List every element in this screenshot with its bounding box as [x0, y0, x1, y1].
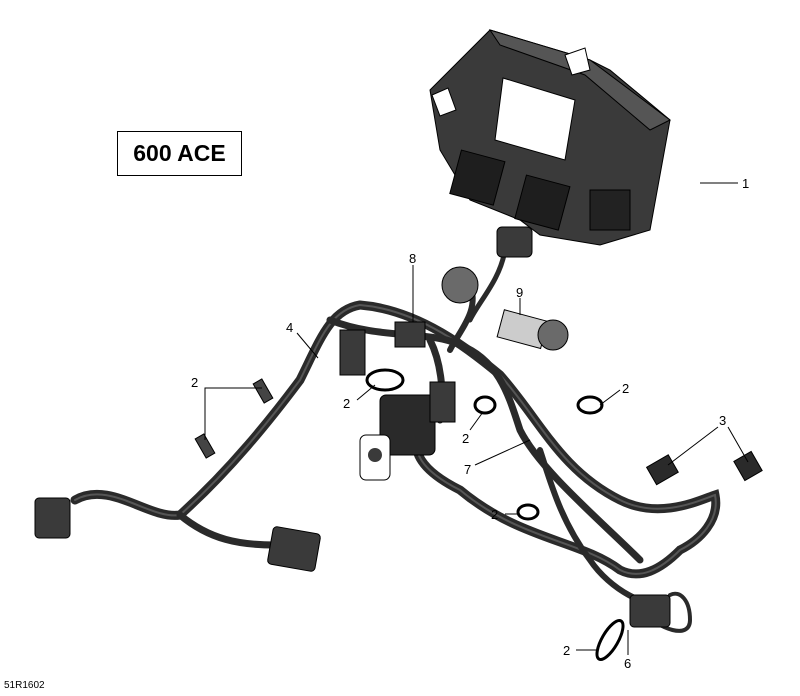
callout-2: 2 [622, 381, 629, 396]
reference-code: 51R1602 [4, 680, 45, 691]
callout-1: 1 [742, 176, 749, 191]
callout-4: 4 [286, 320, 293, 335]
callout-2: 2 [491, 507, 498, 522]
callout-labels: 1 2 2 2 2 2 2 3 4 6 7 8 9 [191, 176, 749, 671]
callout-7: 7 [464, 462, 471, 477]
ecu-module [429, 29, 671, 246]
callout-8: 8 [409, 251, 416, 266]
callout-2: 2 [343, 396, 350, 411]
callout-2: 2 [563, 643, 570, 658]
callout-3: 3 [719, 413, 726, 428]
callout-2-bolts: 2 [191, 375, 198, 390]
leader-lines [204, 182, 749, 655]
callout-9: 9 [516, 285, 523, 300]
callout-2: 2 [462, 431, 469, 446]
connectors [34, 226, 763, 661]
callout-6: 6 [624, 656, 631, 671]
model-label-box: 600 ACE [117, 131, 242, 176]
